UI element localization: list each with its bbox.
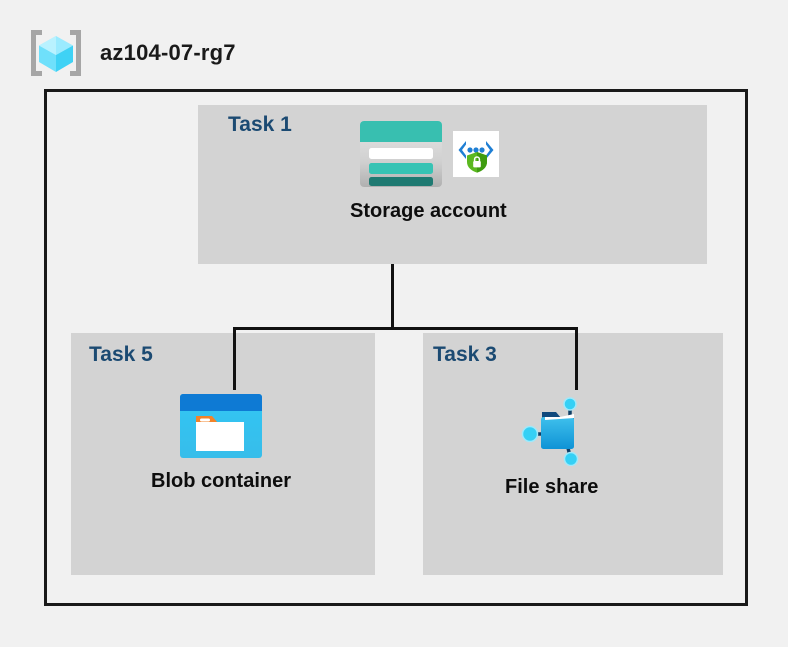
storage-account-icon-group — [357, 118, 500, 190]
resource-caption-file-share: File share — [505, 476, 599, 498]
resource-caption-blob-container: Blob container — [151, 470, 292, 492]
resource-storage-account: Storage account — [350, 118, 507, 223]
secure-endpoint-shield-icon — [453, 131, 500, 177]
resource-group-title: az104-07-rg7 — [100, 40, 236, 65]
task-label-5: Task 5 — [89, 343, 153, 366]
file-share-icon — [521, 397, 578, 466]
blob-container-icon — [180, 394, 262, 458]
resource-group-cube-icon — [31, 30, 81, 76]
blob-container-icon-group — [178, 392, 264, 460]
file-share-icon-group — [512, 390, 592, 466]
connector-to-file-share — [575, 327, 578, 390]
storage-account-icon — [360, 121, 443, 187]
task-box-blob-container: Task 5 — [71, 333, 375, 575]
task-label-3: Task 3 — [433, 343, 497, 366]
resource-group-header: az104-07-rg7 — [28, 24, 328, 82]
task-box-storage-account: Task 1 — [198, 105, 707, 264]
resource-caption-storage-account: Storage account — [350, 200, 507, 222]
resource-group-boundary — [44, 89, 748, 606]
resource-blob-container: Blob container — [151, 392, 291, 493]
resource-file-share: File share — [505, 390, 598, 499]
task-label-1: Task 1 — [228, 113, 292, 136]
connector-to-blob-container — [233, 327, 236, 390]
connector-horizontal-line — [233, 327, 578, 330]
connector-trunk-line — [391, 264, 394, 330]
